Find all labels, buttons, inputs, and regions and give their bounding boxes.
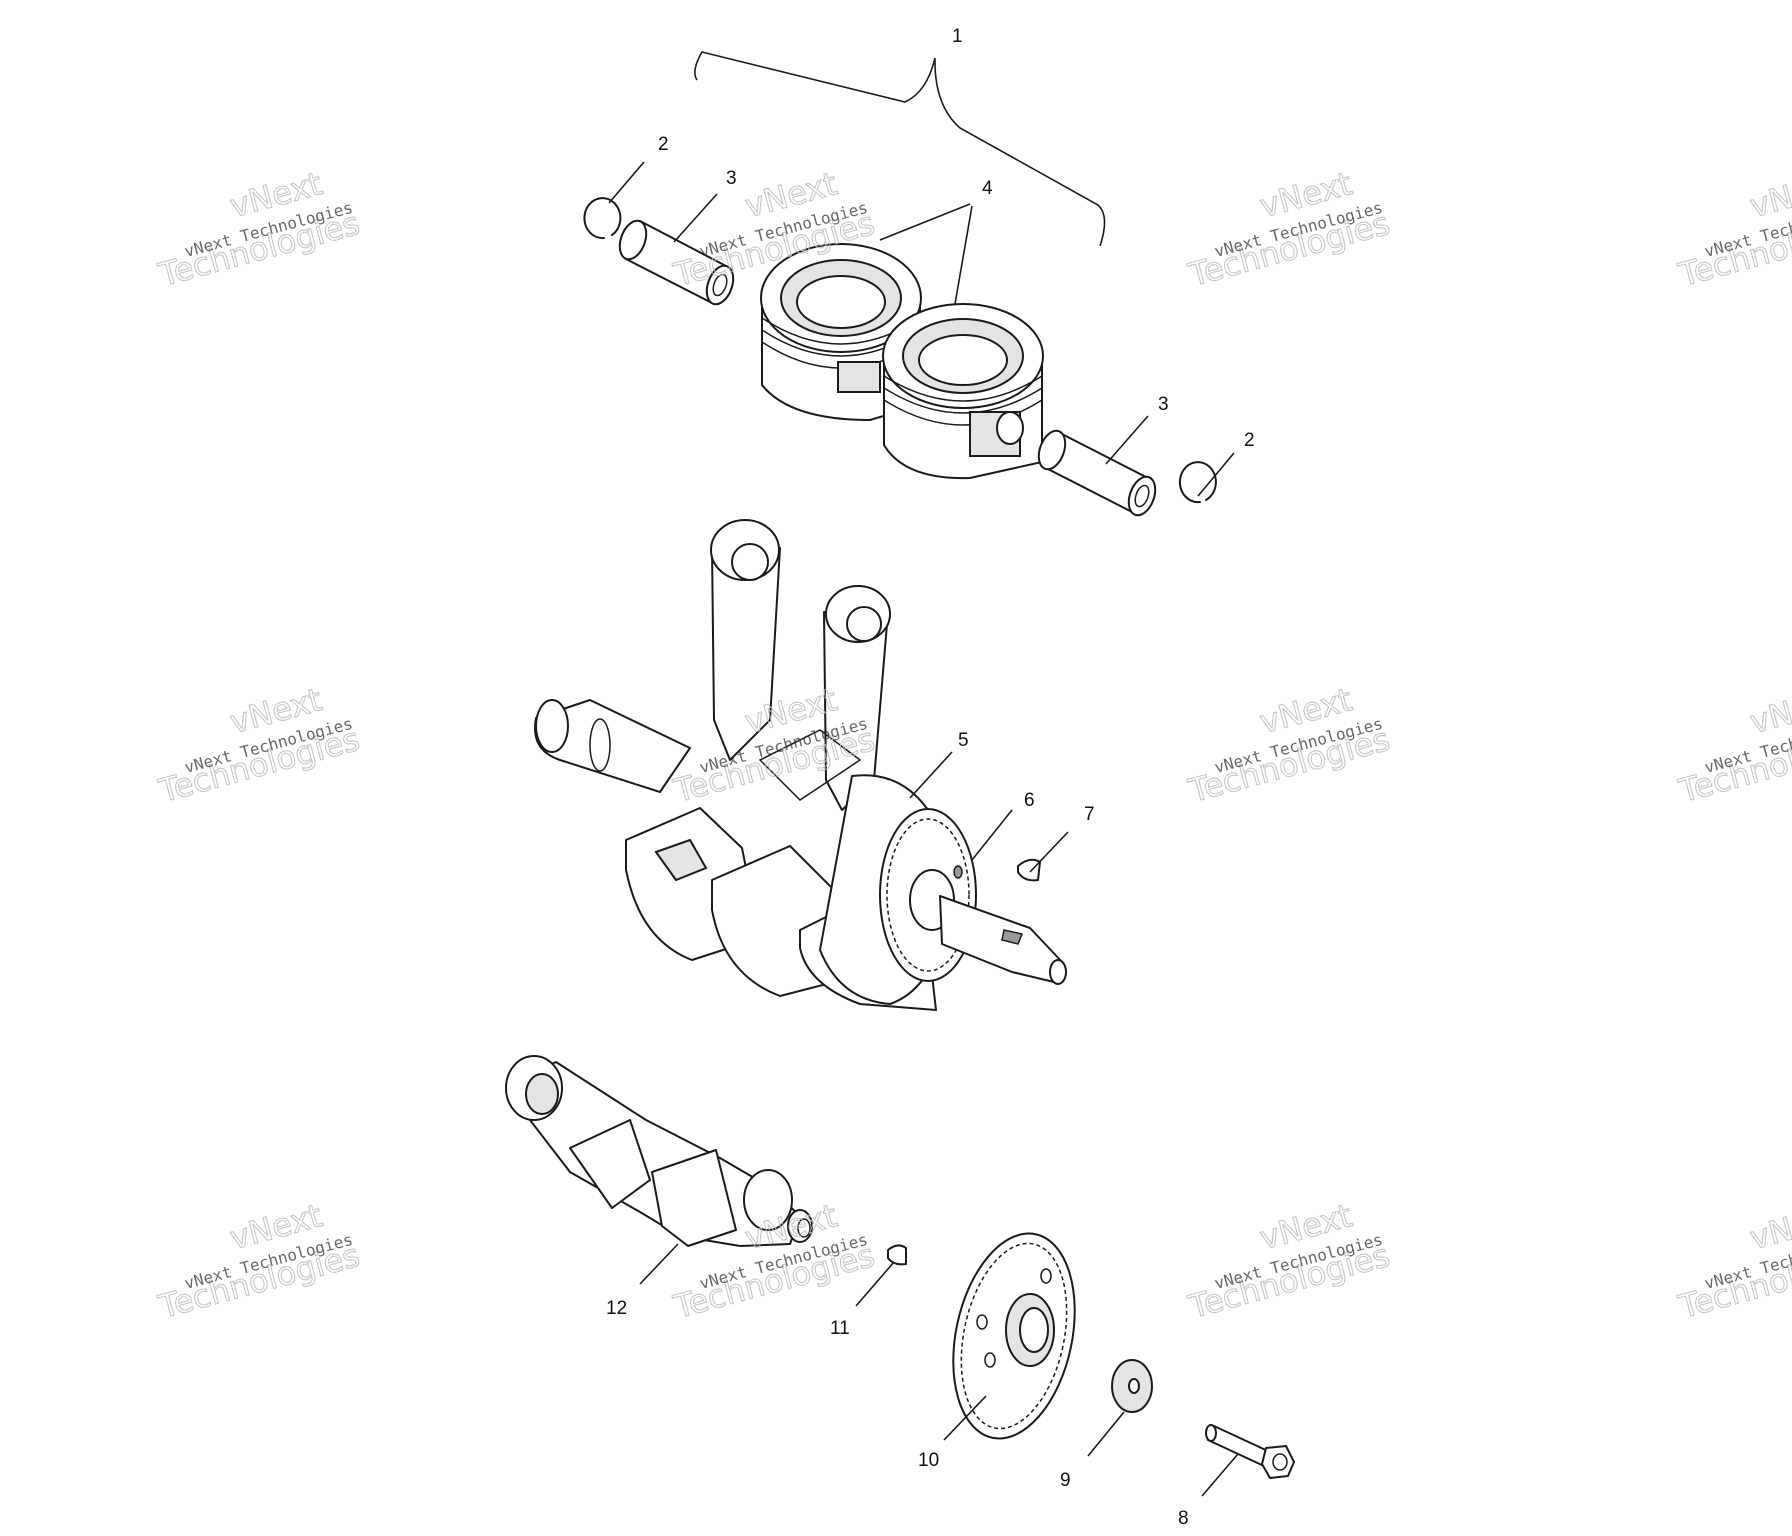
assembly-bracket (694, 51, 1106, 247)
watermark-3: vNext Technologies vNext Technologies (1184, 164, 1394, 295)
callout-11: 11 (830, 1318, 850, 1339)
leader-12 (639, 1243, 679, 1285)
balance-gear (952, 1232, 1076, 1440)
svg-text:vNext: vNext (1746, 1196, 1792, 1257)
woodruff-key-upper (1017, 858, 1041, 882)
bolt (1205, 1424, 1295, 1479)
leader-3-right (1105, 415, 1149, 465)
leader-4-a (879, 203, 971, 241)
leader-8 (1201, 1453, 1239, 1497)
callout-7: 7 (1084, 804, 1095, 825)
leader-3-left (673, 193, 718, 243)
watermark-7: vNext Technologies vNext Technologies (1184, 680, 1394, 811)
callout-1: 1 (952, 26, 963, 47)
leader-9 (1087, 1411, 1125, 1457)
callout-2-left: 2 (658, 134, 669, 155)
callout-10: 10 (918, 1450, 939, 1471)
piston-pin-left (618, 219, 735, 306)
leader-10 (943, 1395, 987, 1441)
callout-4: 4 (982, 178, 993, 199)
callout-2-right: 2 (1244, 430, 1255, 451)
woodruff-key-lower (887, 1244, 907, 1266)
leader-5 (909, 751, 953, 799)
crankshaft-assembly (534, 519, 1067, 1011)
callout-3-left: 3 (726, 168, 737, 189)
callout-5: 5 (958, 730, 969, 751)
snap-ring-left (583, 197, 622, 240)
svg-text:vNext: vNext (1746, 164, 1792, 225)
watermark-11: vNext Technologies vNext Technologies (1184, 1196, 1394, 1327)
watermark-12: vNext Technologies vNext Technologies (1674, 1196, 1792, 1327)
snap-ring-right (1178, 461, 1217, 504)
callout-8: 8 (1178, 1508, 1189, 1529)
washer (1111, 1359, 1153, 1413)
leader-2-right (1197, 452, 1235, 497)
callout-12: 12 (606, 1298, 627, 1319)
leader-4-b (954, 205, 973, 305)
balance-shaft (505, 1055, 813, 1247)
watermark-8: vNext Technologies vNext Technologies (1674, 680, 1792, 811)
watermark-9: vNext Technologies vNext Technologies (154, 1196, 364, 1327)
watermark-5: vNext Technologies vNext Technologies (154, 680, 364, 811)
callout-3-right: 3 (1158, 394, 1169, 415)
piston-front (882, 303, 1044, 480)
callout-9: 9 (1060, 1470, 1071, 1491)
leader-2-left (608, 161, 645, 204)
svg-text:vNext: vNext (1746, 680, 1792, 741)
leader-11 (855, 1261, 895, 1307)
watermark-4: vNext Technologies vNext Technologies (1674, 164, 1792, 295)
watermark-1: vNext Technologies vNext Technologies (154, 164, 364, 295)
leader-7 (1029, 831, 1069, 873)
piston-pin-right (1037, 429, 1157, 517)
leader-6 (971, 809, 1013, 861)
callout-6: 6 (1024, 790, 1035, 811)
